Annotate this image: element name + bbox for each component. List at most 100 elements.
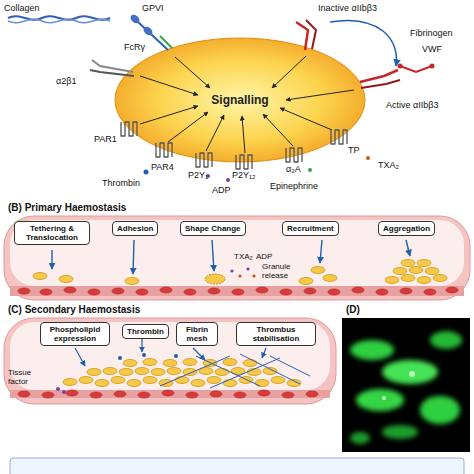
red-cells-c	[258, 390, 270, 396]
fluorescence-image	[356, 389, 404, 411]
process-box: Thrombin	[122, 324, 169, 339]
thrombus-platelets	[175, 377, 189, 384]
gpcr-receptors	[196, 153, 212, 167]
ligand-dots	[144, 170, 149, 175]
part-label: P2Y₁₂	[232, 170, 256, 180]
tissue-factor-dots	[56, 387, 66, 394]
alpha2beta1-integrin	[90, 60, 134, 76]
panel-heading: (D)	[346, 304, 360, 316]
step-label: Adhesion	[117, 224, 153, 233]
signal-arrows	[280, 108, 332, 130]
platelets-b	[59, 276, 73, 283]
fluorescence-image	[350, 432, 370, 444]
gpcr-receptors	[236, 155, 252, 169]
blood-vessel-b	[10, 286, 464, 296]
thrombus-platelets	[87, 369, 101, 376]
thrombus-platelets	[215, 369, 229, 376]
red-cells-b	[328, 289, 340, 295]
gpcr-receptors	[121, 122, 137, 136]
ligand-dots	[366, 156, 370, 160]
step-label: Tethering & Translocation	[19, 224, 85, 242]
step-label: Phospholipid expression	[45, 325, 105, 343]
fluorescence-image	[350, 331, 462, 444]
process-box: Aggregation	[378, 221, 435, 236]
platelets-b	[417, 260, 431, 267]
red-cells-b	[64, 287, 76, 293]
red-cells-b	[424, 289, 436, 295]
gpvi-receptor	[129, 13, 141, 25]
thrombin-dots	[142, 353, 146, 357]
signal-arrows	[168, 112, 208, 142]
process-box: Adhesion	[112, 221, 158, 236]
fluorescence-image	[342, 318, 470, 452]
thrombus-platelets	[63, 379, 77, 386]
red-cells-b	[160, 287, 172, 293]
fibrinogen-ligand	[398, 64, 403, 69]
part-label: Fibrinogen	[410, 28, 453, 38]
part-label: VWF	[422, 44, 442, 54]
red-cells-c	[42, 392, 54, 398]
step-arrows-c	[141, 338, 142, 352]
red-cells-c	[282, 392, 294, 398]
red-cells-b	[304, 288, 316, 294]
panel-heading: (B) Primary Haemostasis	[8, 202, 126, 214]
process-box: Fibrin mesh	[176, 322, 218, 346]
part-label: α2β1	[56, 76, 76, 86]
thrombus-platelets	[143, 377, 157, 384]
platelet-body	[115, 38, 365, 162]
platelets-b	[417, 277, 431, 284]
active-integrin	[361, 80, 400, 88]
fibrin-strands	[210, 358, 280, 388]
platelets-b	[33, 273, 47, 280]
fluorescence-image	[382, 425, 418, 439]
part-label: FcRγ	[124, 42, 145, 52]
fibrin-strands	[270, 356, 310, 376]
platelets-b	[299, 278, 313, 285]
blood-vessel-b	[4, 216, 470, 300]
process-box: Tethering & Translocation	[14, 221, 90, 245]
platelets-b	[311, 267, 325, 274]
red-cells-b	[208, 288, 220, 294]
thrombus-platelets	[151, 369, 165, 376]
fibrinogen-ligand	[400, 66, 432, 72]
blood-vessel-b	[4, 216, 470, 300]
collagen-fibre	[8, 16, 110, 19]
step-arrows-c	[193, 348, 205, 360]
process-box: Thrombus stabilisation	[236, 322, 316, 346]
thrombin-dots	[118, 353, 178, 360]
signal-arrows	[206, 115, 224, 151]
red-cells-c	[18, 391, 30, 397]
step-label: Recruitment	[287, 224, 334, 233]
thrombus-platelets	[255, 380, 269, 387]
fluorescence-image	[382, 396, 386, 400]
thrombus-platelets	[223, 380, 237, 387]
blood-vessel-c	[4, 318, 336, 404]
signal-arrows	[175, 57, 210, 88]
red-cells-b	[18, 288, 30, 294]
inactive-integrin	[296, 20, 316, 50]
process-box: Shape Change	[180, 221, 246, 236]
platelet-label: Signalling	[211, 93, 268, 107]
red-cells-b	[88, 289, 100, 295]
fibrin-strands	[240, 354, 300, 384]
fibrin-strands	[160, 356, 230, 386]
legend-frame	[10, 458, 464, 474]
process-box: Recruitment	[282, 221, 339, 236]
blood-vessel-b	[10, 220, 464, 286]
platelets-b	[33, 260, 447, 285]
red-cells-b	[112, 288, 124, 294]
thrombus-platelets	[127, 380, 141, 387]
inactive-integrin	[306, 20, 316, 49]
platelets-b	[205, 274, 225, 284]
red-cells-c	[234, 392, 246, 398]
red-cells-c	[186, 392, 198, 398]
platelets-b	[401, 260, 415, 267]
part-label: Inactive αIIbβ3	[318, 3, 377, 13]
thrombus-platelets	[143, 359, 157, 366]
alpha2beta1-integrin	[90, 70, 134, 76]
thrombin-dots	[174, 354, 178, 358]
thrombus-platelets	[103, 368, 117, 375]
red-cells-b	[184, 289, 196, 295]
thrombus-platelets	[79, 377, 93, 384]
